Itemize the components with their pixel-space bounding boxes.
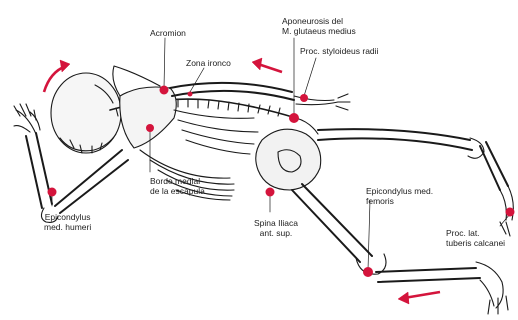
label-proc-styloideus: Proc. styloideus radii [300,46,378,56]
marker-epicondylus-femoris [363,267,373,277]
marker-acromion [160,86,169,95]
left-arrow-icon-bottom [398,292,440,304]
label-aponeurosis: Aponeurosis del M. glutaeus medius [282,16,356,36]
marker-spina-iliaca [266,188,275,197]
label-borde-medial: Borde medial de la escápula [150,176,205,196]
label-spina-iliaca: Spina Iliaca ant. sup. [254,218,298,238]
marker-aponeurosis [289,113,299,123]
marker-zona-ironca [188,92,193,97]
marker-epicondylus-humeri [48,188,57,197]
marker-proc-tuberis [506,208,515,217]
label-acromion: Acromion [150,28,186,38]
label-proc-tuberis: Proc. lat. tuberis calcanei [446,228,505,248]
left-arrow-icon-top [252,58,282,72]
right-leg [318,129,513,236]
label-epicondylus-humeri: Epicondylus med. humeri [44,212,91,232]
marker-borde-medial [146,124,154,132]
label-epicondylus-femoris: Epicondylus med. femoris [366,186,433,206]
label-zona-ironca: Zona ironco [186,58,231,68]
marker-proc-styloideus [300,94,308,102]
pelvis [256,118,321,190]
skull [51,73,121,153]
